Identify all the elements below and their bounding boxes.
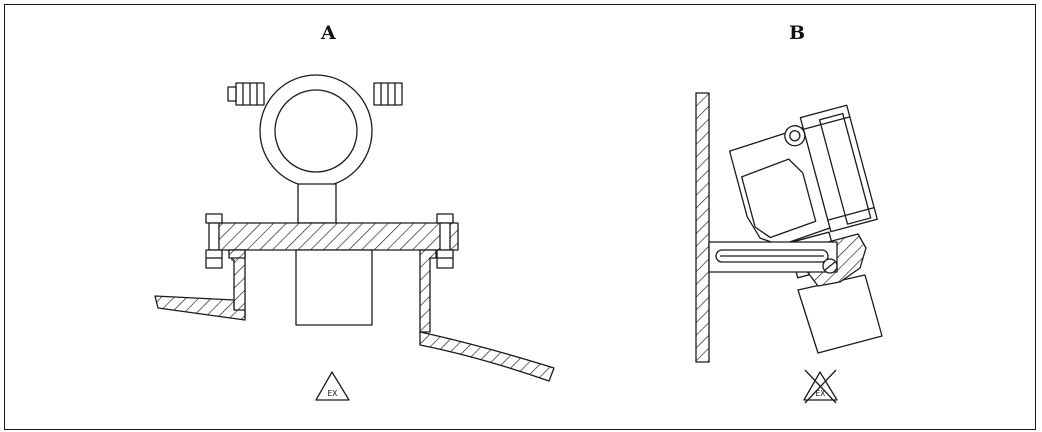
panel-label-a: A [321,22,336,44]
ex-approved-icon: EX [315,371,350,401]
wall [695,92,710,363]
gland-nut [784,125,806,147]
panel-b-drawing: EX [695,92,883,404]
tank-roof-right [419,331,555,382]
panel-label-b: B [789,22,806,44]
cable-gland-right [373,82,403,106]
ex-mark-b: EX [816,389,826,398]
flange-bolt-right [436,213,454,269]
housing-cover-b [799,104,878,233]
flange-plate [213,222,459,251]
flange-bolt-left [205,213,223,269]
ex-not-approved-icon: EX [803,369,838,404]
housing-neck [297,183,337,224]
cable-gland-left [227,82,265,106]
horn-antenna [295,249,373,326]
figure-frame [4,4,1036,430]
horn-antenna-b [797,274,883,354]
ex-mark-a: EX [328,389,338,398]
housing-cover [274,89,358,173]
nozzle-wall-right [419,249,437,333]
transmitter-housing [259,74,373,188]
panel-a-drawing: EX [154,74,555,401]
tank-roof-left [154,295,246,321]
